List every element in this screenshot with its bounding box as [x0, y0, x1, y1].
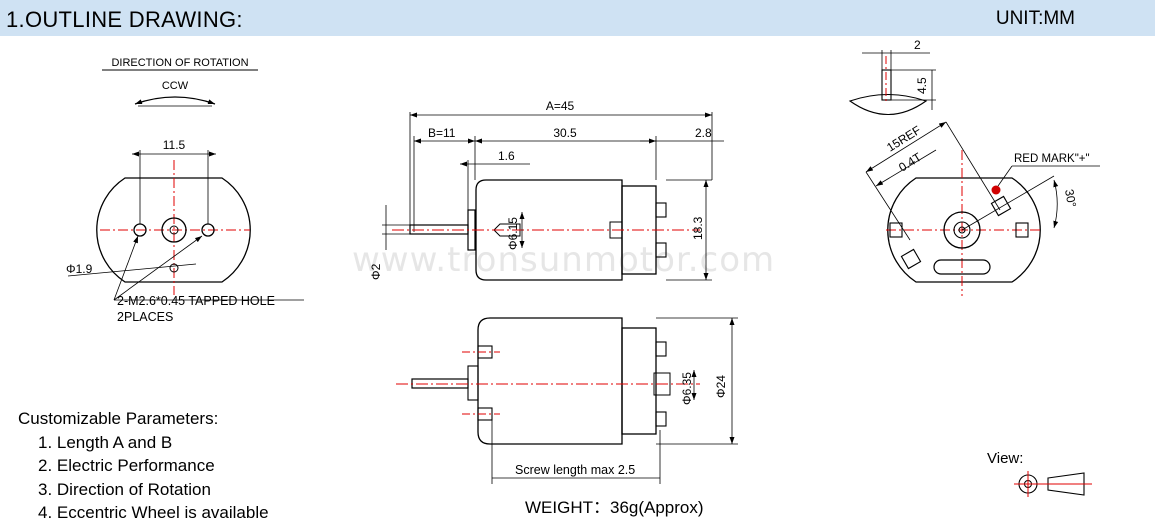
rear-terminal-right	[1015, 222, 1029, 238]
dim-term-width: 2	[914, 38, 921, 52]
dim-shoulder: 1.6	[498, 149, 515, 163]
center-boss	[161, 217, 187, 243]
dim-a: A=45	[546, 99, 575, 113]
rear-boss	[943, 211, 981, 249]
top-view: Φ6.35 Φ24 Screw length max 2.5	[396, 317, 738, 484]
front-boss	[493, 223, 521, 237]
param-item: 3. Direction of Rotation	[38, 479, 211, 499]
terminal-top	[655, 202, 667, 218]
center-shaft	[169, 225, 179, 235]
red-mark-dot	[991, 185, 1001, 195]
tapped-hole-note: 2-M2.6*0.45 TAPPED HOLE	[117, 294, 275, 308]
vent-slot	[933, 259, 991, 275]
right-end-outline	[887, 177, 1041, 283]
dim-ext-ref-top	[945, 121, 1001, 211]
angle-label: 30°	[1062, 188, 1079, 208]
dim-body: 30.5	[553, 126, 577, 140]
terminal-detail-arc	[848, 94, 928, 116]
dim-line-ref	[865, 121, 947, 173]
dim-ref: 15REF	[884, 123, 923, 155]
rear-terminal-left	[889, 222, 903, 238]
view-label: View:	[987, 450, 1024, 467]
right-end-view: 2 4.5 RED MARK"+" 30° 15REF 0.4T	[848, 38, 1100, 296]
dim-thickness: 0.4T	[896, 150, 924, 175]
dim-top-boss: Φ6.35	[680, 372, 694, 405]
red-mark-leader	[997, 165, 1013, 187]
param-item: 1. Length A and B	[38, 432, 173, 452]
param-item: 4. Eccentric Wheel is available	[38, 503, 269, 522]
top-terminal-lower	[655, 411, 667, 427]
dim-term-height: 4.5	[915, 77, 929, 94]
dim-hole-dia: Φ1.9	[66, 262, 93, 276]
page-title: 1.OUTLINE DRAWING:	[6, 7, 243, 32]
rotation-label: DIRECTION OF ROTATION	[111, 57, 248, 69]
leader-tapped-2	[113, 235, 203, 301]
header-bar: 1.OUTLINE DRAWING: UNIT:MM	[0, 0, 1155, 36]
param-item: 2. Electric Performance	[38, 456, 215, 475]
left-end-view: DIRECTION OF ROTATION CCW 11.5 Φ1.9 2-M2…	[66, 57, 304, 324]
dim-hole-spacing: 11.5	[163, 138, 186, 152]
brush-upper	[990, 195, 1012, 217]
rear-shaft	[958, 226, 966, 234]
top-shoulder	[467, 365, 479, 401]
rotation-direction: CCW	[162, 80, 189, 92]
leader-hole-dia	[67, 263, 197, 277]
leader-tapped-1	[113, 235, 139, 301]
tapped-hole-places: 2PLACES	[117, 310, 173, 324]
rear-bearing	[953, 221, 971, 239]
projection-symbol	[1014, 471, 1092, 497]
dim-terminal: 2.8	[695, 126, 712, 140]
side-view: A=45 B=11 30.5 2.8 1.6 Φ6.15 18.3	[369, 99, 724, 281]
motor-body	[475, 179, 623, 281]
params-title: Customizable Parameters:	[18, 409, 219, 428]
angle-arc	[1053, 179, 1059, 229]
weight-label: WEIGHT：36g(Approx)	[525, 498, 704, 517]
top-terminal-upper	[655, 341, 667, 357]
screw-note: Screw length max 2.5	[515, 463, 635, 477]
rotation-arrow	[134, 96, 216, 105]
dim-shaft: Φ2	[369, 263, 383, 280]
unit-label: UNIT:MM	[995, 8, 1075, 29]
dim-line-thickness	[875, 149, 937, 187]
top-body	[477, 317, 623, 445]
projection-cone	[1047, 472, 1085, 496]
vent-hole	[169, 263, 179, 273]
dim-boss: Φ6.15	[506, 217, 520, 250]
top-end-cap	[621, 327, 657, 435]
custom-params: Customizable Parameters: 1. Length A and…	[18, 407, 269, 525]
top-rear-boss	[653, 372, 671, 396]
dim-ext-ref-bottom	[865, 171, 911, 241]
end-view-outline	[96, 177, 251, 283]
terminal-bottom	[655, 242, 667, 258]
red-mark-label: RED MARK"+"	[1014, 153, 1090, 165]
brush-lower	[900, 248, 922, 270]
dim-top-dia: Φ24	[714, 375, 728, 398]
dim-height: 18.3	[691, 216, 705, 240]
dim-b: B=11	[428, 126, 456, 140]
